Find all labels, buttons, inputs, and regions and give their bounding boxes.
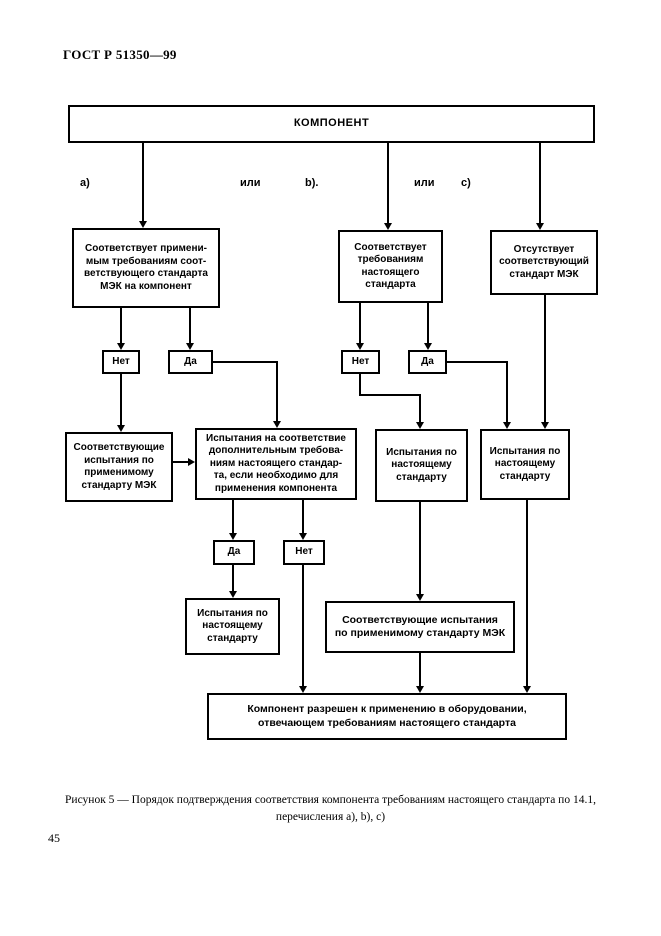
arrow-down-icon <box>503 422 511 429</box>
decision-yes-a: Да <box>168 350 213 374</box>
flow-line <box>302 565 304 686</box>
flow-line <box>189 308 191 343</box>
arrow-down-icon <box>117 425 125 432</box>
arrow-down-icon <box>416 594 424 601</box>
flow-node-no-iec-standard: Отсутствует соответствующий стандарт МЭК <box>490 230 598 295</box>
flow-line <box>276 361 278 421</box>
or-label-1: или <box>240 177 261 189</box>
branch-label-b: b). <box>305 177 319 189</box>
arrow-down-icon <box>229 591 237 598</box>
decision-yes-b: Да <box>408 350 447 374</box>
flow-node-component: КОМПОНЕНТ <box>68 105 595 143</box>
branch-label-c: с) <box>461 177 471 189</box>
flow-line <box>544 295 546 422</box>
flow-node-conforms-this-standard: Соответствует требованиям настоящего ста… <box>338 230 443 303</box>
flow-node-iec-tests: Соответствующие испытания по применимому… <box>65 432 173 502</box>
arrow-down-icon <box>229 533 237 540</box>
arrow-down-icon <box>356 343 364 350</box>
arrow-down-icon <box>299 686 307 693</box>
arrow-down-icon <box>416 686 424 693</box>
flow-line <box>506 361 508 422</box>
decision-no-e: Нет <box>283 540 325 565</box>
flow-line <box>173 461 189 463</box>
flow-line <box>427 303 429 343</box>
arrow-right-icon <box>188 458 195 466</box>
flow-line <box>120 308 122 343</box>
flow-node-conforms-iec-standard: Соответствует примени- мым требованиям с… <box>72 228 220 308</box>
decision-no-a: Нет <box>102 350 140 374</box>
flow-node-this-standard-tests-2: Испытания по настоящему стандарту <box>480 429 570 500</box>
flow-node-applicable-iec-tests: Соответствующие испытания по применимому… <box>325 601 515 653</box>
arrow-down-icon <box>416 422 424 429</box>
flow-line <box>232 565 234 591</box>
flow-line <box>359 374 361 396</box>
arrow-down-icon <box>117 343 125 350</box>
figure-caption: Рисунок 5 — Порядок подтверждения соотве… <box>65 794 596 823</box>
flow-node-this-standard-tests-1: Испытания по настоящему стандарту <box>375 429 468 502</box>
decision-yes-e: Да <box>213 540 255 565</box>
branch-label-a: а) <box>80 177 90 189</box>
decision-no-b: Нет <box>341 350 380 374</box>
flow-node-additional-tests: Испытания на соответствие дополнительным… <box>195 428 357 500</box>
document-header: ГОСТ Р 51350—99 <box>63 47 177 62</box>
flow-line <box>387 143 389 223</box>
flow-line <box>526 500 528 686</box>
flow-line <box>120 374 122 425</box>
flow-line <box>232 500 234 533</box>
arrow-down-icon <box>523 686 531 693</box>
arrow-down-icon <box>186 343 194 350</box>
arrow-down-icon <box>541 422 549 429</box>
flow-node-component-approved: Компонент разрешен к применению в оборуд… <box>207 693 567 740</box>
or-label-2: или <box>414 177 435 189</box>
flow-line <box>539 143 541 223</box>
arrow-down-icon <box>384 223 392 230</box>
flow-line <box>447 361 508 363</box>
page-number: 45 <box>48 831 60 845</box>
flow-line <box>359 303 361 343</box>
flow-line <box>142 143 144 221</box>
arrow-down-icon <box>424 343 432 350</box>
arrow-down-icon <box>273 421 281 428</box>
arrow-down-icon <box>299 533 307 540</box>
flow-line <box>419 502 421 594</box>
arrow-down-icon <box>536 223 544 230</box>
arrow-down-icon <box>139 221 147 228</box>
flow-line <box>359 394 421 396</box>
flow-line <box>302 500 304 533</box>
flow-line <box>213 361 278 363</box>
flow-line <box>419 653 421 686</box>
flow-line <box>419 394 421 422</box>
flow-node-this-standard-tests-3: Испытания по настоящему стандарту <box>185 598 280 655</box>
